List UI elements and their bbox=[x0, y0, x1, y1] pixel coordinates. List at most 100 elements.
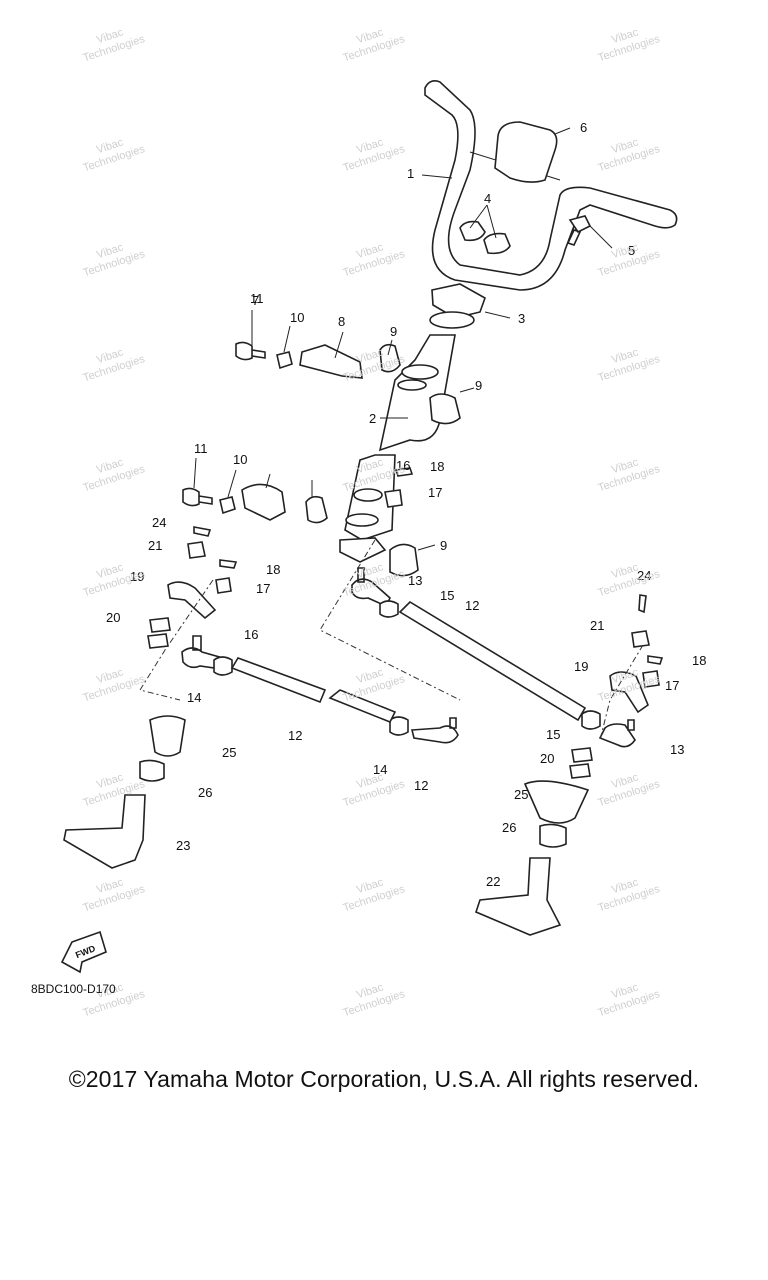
leader-lines bbox=[193, 127, 613, 551]
column-holder bbox=[241, 483, 286, 521]
callout-1: 1 bbox=[407, 166, 414, 181]
nut bbox=[276, 351, 293, 370]
tie-rod bbox=[230, 657, 327, 704]
callout-16: 16 bbox=[396, 458, 410, 473]
fwd-arrow-icon: FWD bbox=[60, 930, 107, 974]
column-collar bbox=[353, 488, 383, 502]
callout-24: 24 bbox=[637, 568, 651, 583]
callout-20: 20 bbox=[106, 610, 120, 625]
callout-25: 25 bbox=[514, 787, 528, 802]
nut bbox=[219, 496, 236, 515]
callout-15: 15 bbox=[546, 727, 560, 742]
callout-11: 11 bbox=[250, 291, 264, 306]
callout-17: 17 bbox=[428, 485, 442, 500]
column-collar bbox=[345, 513, 379, 527]
callout-12: 12 bbox=[288, 728, 302, 743]
washer bbox=[147, 633, 169, 649]
callout-12: 12 bbox=[414, 778, 428, 793]
cotter-pin bbox=[394, 467, 414, 477]
flange-bolt bbox=[235, 341, 266, 361]
bearing bbox=[539, 823, 567, 848]
steering-knuckle bbox=[63, 794, 146, 869]
callout-17: 17 bbox=[665, 678, 679, 693]
column-collar bbox=[397, 379, 427, 391]
callout-21: 21 bbox=[590, 618, 604, 633]
upper-holder bbox=[483, 232, 511, 255]
callout-2: 2 bbox=[369, 411, 376, 426]
callout-3: 3 bbox=[518, 311, 525, 326]
steering-knuckle bbox=[475, 857, 562, 936]
castle-nut bbox=[642, 670, 660, 688]
callout-7: 7 bbox=[252, 293, 259, 308]
crown-washer bbox=[429, 311, 475, 329]
column-bracket bbox=[299, 344, 363, 379]
callout-18: 18 bbox=[430, 459, 444, 474]
cotter-pin bbox=[219, 559, 238, 569]
tie-rod-end bbox=[410, 717, 459, 744]
handlebar-cover bbox=[494, 121, 558, 183]
bushing bbox=[305, 495, 328, 524]
callout-5: 5 bbox=[628, 243, 635, 258]
callout-10: 10 bbox=[290, 310, 304, 325]
callout-18: 18 bbox=[266, 562, 280, 577]
locknut bbox=[389, 716, 409, 736]
callout-13: 13 bbox=[408, 573, 422, 588]
bearing bbox=[139, 759, 165, 782]
locknut bbox=[379, 600, 399, 618]
tie-rod-end bbox=[598, 719, 636, 748]
bushing bbox=[429, 393, 461, 425]
knuckle-arm bbox=[167, 581, 217, 620]
castle-nut bbox=[215, 577, 232, 594]
pitman-arm bbox=[339, 537, 387, 563]
washer bbox=[571, 747, 593, 763]
callout-20: 20 bbox=[540, 751, 554, 766]
handle-crown bbox=[431, 283, 486, 319]
callout-19: 19 bbox=[574, 659, 588, 674]
dust-seal bbox=[523, 780, 590, 824]
locknut bbox=[581, 710, 601, 730]
column-collar bbox=[401, 364, 439, 380]
callout-10: 10 bbox=[233, 452, 247, 467]
callout-9: 9 bbox=[390, 324, 397, 339]
callout-21: 21 bbox=[148, 538, 162, 553]
callout-18: 18 bbox=[692, 653, 706, 668]
dust-seal bbox=[149, 715, 186, 757]
tie-rod bbox=[328, 689, 397, 724]
castle-nut bbox=[384, 489, 403, 508]
callout-24: 24 bbox=[152, 515, 166, 530]
callout-4: 4 bbox=[484, 191, 491, 206]
flange-bolt bbox=[182, 487, 213, 507]
knuckle-arm bbox=[609, 671, 649, 714]
cotter-pin bbox=[647, 655, 664, 665]
upper-holder bbox=[459, 220, 486, 242]
callout-17: 17 bbox=[256, 581, 270, 596]
callout-15: 15 bbox=[440, 588, 454, 603]
callout-26: 26 bbox=[198, 785, 212, 800]
nut bbox=[631, 630, 650, 648]
callout-23: 23 bbox=[176, 838, 190, 853]
steering-assembly-drawing: FWD 123456789991010111112121213131414151… bbox=[60, 80, 706, 974]
callout-14: 14 bbox=[187, 690, 201, 705]
cotter-pin bbox=[638, 594, 647, 614]
copyright-notice: ©2017 Yamaha Motor Corporation, U.S.A. A… bbox=[68, 1066, 700, 1092]
callout-11: 11 bbox=[194, 441, 208, 456]
callout-9: 9 bbox=[440, 538, 447, 553]
callout-22: 22 bbox=[486, 874, 500, 889]
callout-9: 9 bbox=[475, 378, 482, 393]
cotter-pin bbox=[193, 526, 212, 537]
callout-13: 13 bbox=[670, 742, 684, 757]
callout-19: 19 bbox=[130, 569, 144, 584]
locknut bbox=[213, 656, 233, 676]
callout-12: 12 bbox=[465, 598, 479, 613]
nut bbox=[187, 541, 206, 559]
callout-16: 16 bbox=[244, 627, 258, 642]
callout-14: 14 bbox=[373, 762, 387, 777]
diagram-code: 8BDC100-D170 bbox=[31, 982, 116, 996]
washer bbox=[569, 763, 591, 779]
callout-6: 6 bbox=[580, 120, 587, 135]
tie-rod bbox=[398, 600, 587, 722]
callout-8: 8 bbox=[338, 314, 345, 329]
callout-26: 26 bbox=[502, 820, 516, 835]
washer bbox=[149, 617, 171, 633]
